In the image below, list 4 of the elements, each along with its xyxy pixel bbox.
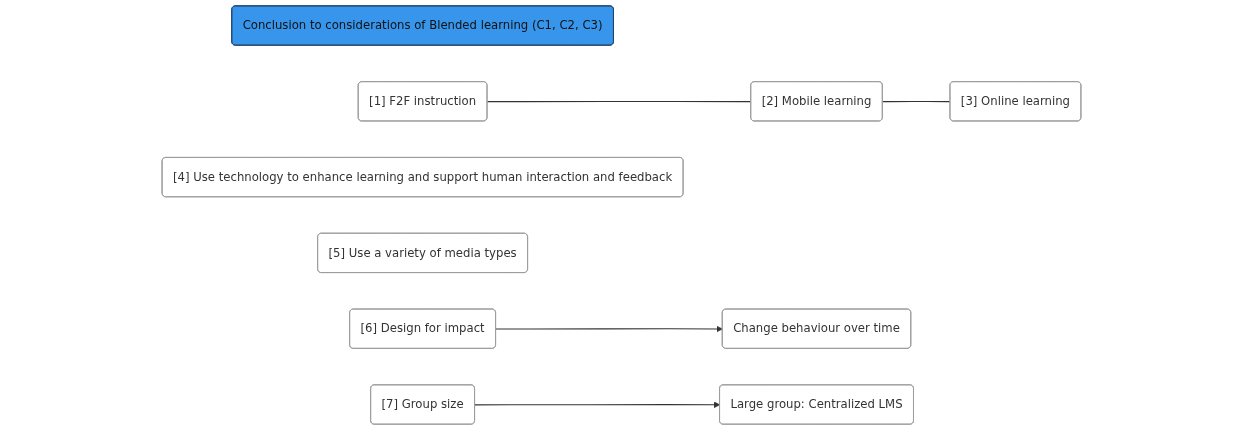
arrow: [495, 325, 723, 333]
connector: [882, 100, 951, 103]
arrow: [474, 401, 721, 408]
connector: [486, 100, 752, 103]
